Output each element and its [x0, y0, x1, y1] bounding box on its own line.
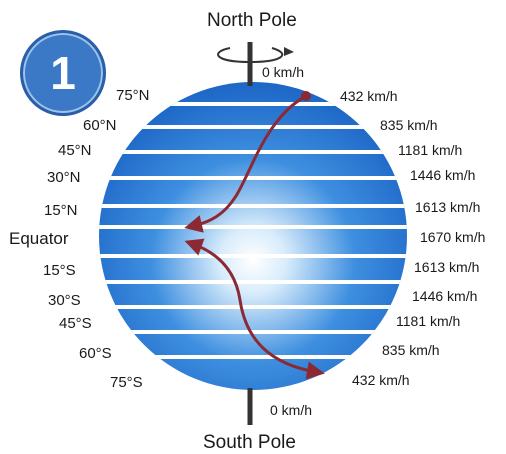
- latitude-label: 15°S: [43, 262, 76, 279]
- northern-start-marker: [301, 91, 311, 101]
- latitude-label: 45°S: [59, 315, 92, 332]
- speed-label: 432 km/h: [352, 372, 410, 388]
- step-number-badge: 1: [20, 30, 106, 116]
- speed-label: 1613 km/h: [414, 259, 480, 275]
- latitude-label: 60°S: [79, 345, 112, 362]
- latitude-label: 45°N: [58, 142, 92, 159]
- globe: [99, 82, 407, 390]
- rotation-arrowhead: [284, 47, 294, 56]
- north-pole-label: North Pole: [207, 10, 297, 31]
- latitude-label: 30°S: [48, 292, 81, 309]
- speed-label: 835 km/h: [382, 342, 440, 358]
- speed-label-north-pole: 0 km/h: [262, 64, 305, 80]
- northern-deflection-arrow: [184, 94, 307, 233]
- latitude-label: 75°S: [110, 374, 143, 391]
- speed-label: 432 km/h: [340, 88, 398, 104]
- speed-label: 1446 km/h: [412, 288, 478, 304]
- latitude-label: 30°N: [47, 169, 81, 186]
- speed-label: 1670 km/h: [420, 229, 486, 245]
- southern-deflection-arrow: [184, 238, 325, 380]
- speed-label-south-pole: 0 km/h: [270, 402, 313, 418]
- speed-label: 835 km/h: [380, 117, 438, 133]
- latitude-label: 75°N: [116, 87, 150, 104]
- latitude-label: 15°N: [44, 202, 78, 219]
- speed-label: 1613 km/h: [415, 199, 481, 215]
- equator-label: Equator: [9, 229, 69, 248]
- speed-label: 1446 km/h: [410, 167, 476, 183]
- rotation-arrow: [217, 47, 284, 64]
- speed-label: 1181 km/h: [396, 313, 461, 329]
- south-pole-label: South Pole: [203, 432, 296, 453]
- speed-label: 1181 km/h: [398, 142, 463, 158]
- latitude-label: 60°N: [83, 117, 117, 134]
